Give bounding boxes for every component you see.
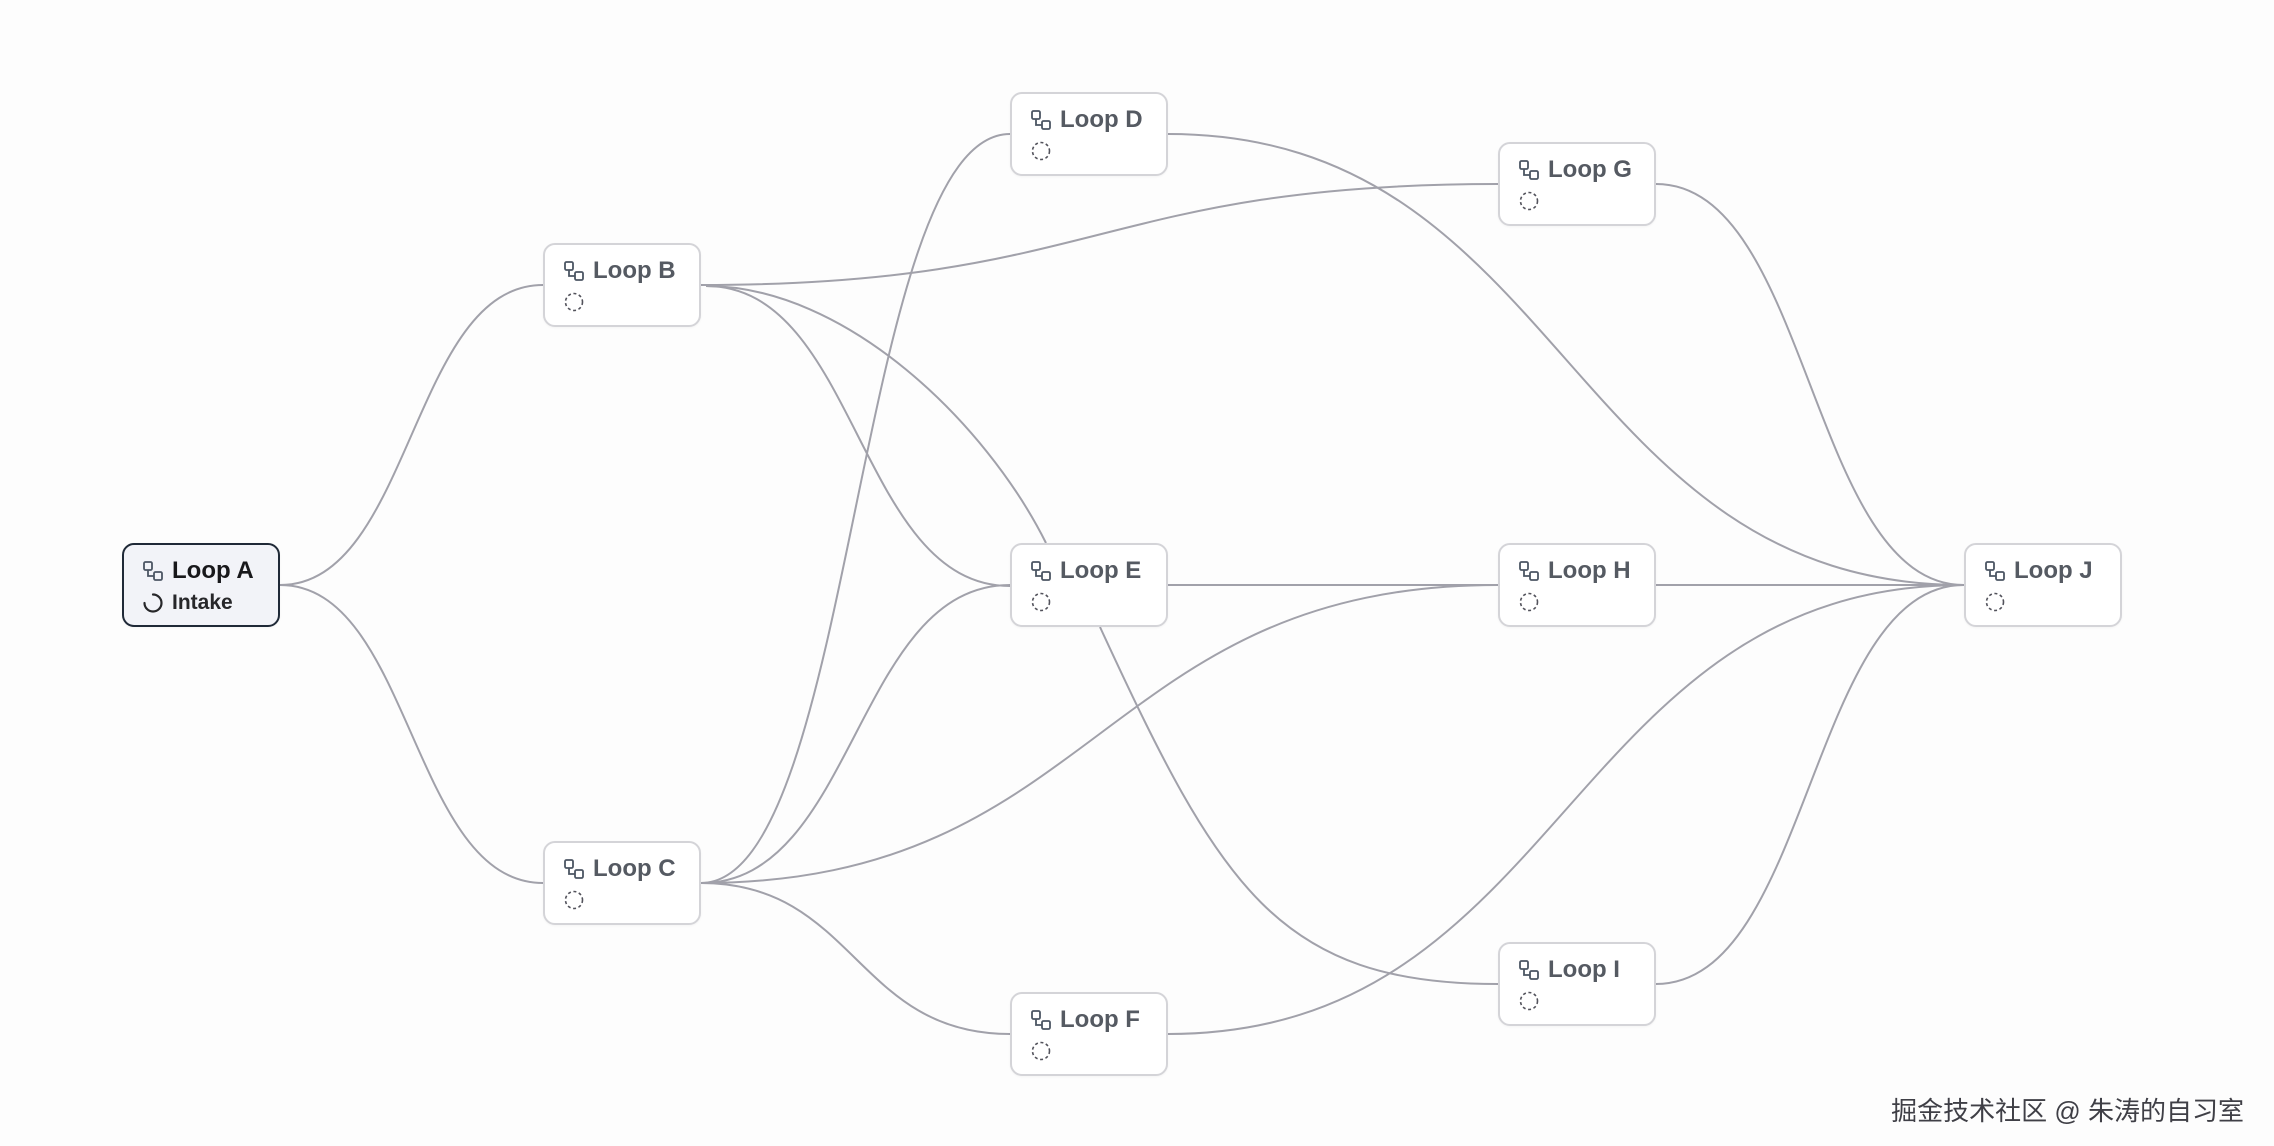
node-title: Loop I bbox=[1548, 956, 1620, 983]
watermark: 掘金技术社区 @ 朱涛的自习室 bbox=[1891, 1096, 2244, 1126]
node-loop-j[interactable]: Loop J bbox=[1964, 543, 2122, 627]
edge-c-to-e[interactable] bbox=[700, 584, 1011, 884]
pending-dashed-circle-icon bbox=[1519, 191, 1539, 211]
node-status bbox=[1030, 1040, 1060, 1062]
edge-c-to-h[interactable] bbox=[700, 584, 1499, 884]
node-header: Loop D bbox=[1030, 106, 1143, 134]
node-title: Loop J bbox=[2014, 557, 2093, 584]
node-status bbox=[563, 889, 593, 911]
node-title: Loop E bbox=[1060, 557, 1142, 584]
loop-icon bbox=[1519, 960, 1539, 980]
loop-icon bbox=[1519, 561, 1539, 581]
loop-icon bbox=[1985, 561, 2005, 581]
edge-c-to-d[interactable] bbox=[700, 133, 1011, 884]
edge-b-to-e[interactable] bbox=[705, 285, 1011, 587]
node-header: Loop G bbox=[1518, 156, 1632, 184]
pending-dashed-circle-icon bbox=[564, 292, 584, 312]
node-header: Loop F bbox=[1030, 1006, 1140, 1034]
pending-dashed-circle-icon bbox=[1031, 1041, 1051, 1061]
node-status bbox=[1518, 591, 1548, 613]
node-header: Loop B bbox=[563, 257, 676, 285]
node-title: Loop D bbox=[1060, 106, 1143, 133]
node-title: Loop B bbox=[593, 257, 676, 284]
node-loop-c[interactable]: Loop C bbox=[543, 841, 701, 925]
node-status: Intake bbox=[142, 591, 233, 615]
loop-icon bbox=[1031, 110, 1051, 130]
edge-f-to-j[interactable] bbox=[1167, 584, 1965, 1035]
edge-d-to-j[interactable] bbox=[1167, 133, 1965, 586]
pending-dashed-circle-icon bbox=[1519, 991, 1539, 1011]
node-title: Loop H bbox=[1548, 557, 1631, 584]
edge-a-to-c[interactable] bbox=[279, 584, 544, 884]
node-loop-e[interactable]: Loop E bbox=[1010, 543, 1168, 627]
edge-i-to-j[interactable] bbox=[1655, 584, 1965, 985]
spinner-icon bbox=[143, 593, 163, 613]
node-loop-a[interactable]: Loop A Intake bbox=[122, 543, 280, 627]
edge-c-to-f[interactable] bbox=[700, 882, 1011, 1035]
node-loop-g[interactable]: Loop G bbox=[1498, 142, 1656, 226]
edge-g-to-j[interactable] bbox=[1655, 183, 1965, 586]
node-status bbox=[1984, 591, 2014, 613]
loop-icon bbox=[1519, 160, 1539, 180]
loop-icon bbox=[143, 561, 163, 581]
edge-b-to-e[interactable] bbox=[705, 285, 1047, 544]
node-title: Loop C bbox=[593, 855, 676, 882]
node-loop-d[interactable]: Loop D bbox=[1010, 92, 1168, 176]
node-title: Loop F bbox=[1060, 1006, 1140, 1033]
node-loop-i[interactable]: Loop I bbox=[1498, 942, 1656, 1026]
node-loop-f[interactable]: Loop F bbox=[1010, 992, 1168, 1076]
node-header: Loop E bbox=[1030, 557, 1141, 585]
node-title: Loop G bbox=[1548, 156, 1632, 183]
loop-icon bbox=[1031, 561, 1051, 581]
node-status bbox=[563, 291, 593, 313]
node-header: Loop J bbox=[1984, 557, 2093, 585]
node-status-label: Intake bbox=[172, 591, 233, 614]
node-loop-h[interactable]: Loop H bbox=[1498, 543, 1656, 627]
node-status bbox=[1030, 591, 1060, 613]
edge-a-to-b[interactable] bbox=[279, 284, 544, 586]
node-header: Loop H bbox=[1518, 557, 1631, 585]
loop-icon bbox=[564, 261, 584, 281]
pending-dashed-circle-icon bbox=[1519, 592, 1539, 612]
node-status bbox=[1518, 990, 1548, 1012]
loop-icon bbox=[1031, 1010, 1051, 1030]
node-header: Loop I bbox=[1518, 956, 1620, 984]
node-status bbox=[1518, 190, 1548, 212]
node-status bbox=[1030, 140, 1060, 162]
node-title: Loop A bbox=[172, 557, 254, 584]
edge-b-to-g[interactable] bbox=[700, 183, 1499, 286]
edge-e-to-i[interactable] bbox=[1099, 626, 1499, 985]
pending-dashed-circle-icon bbox=[1031, 141, 1051, 161]
node-header: Loop C bbox=[563, 855, 676, 883]
pending-dashed-circle-icon bbox=[1985, 592, 2005, 612]
pending-dashed-circle-icon bbox=[564, 890, 584, 910]
loop-icon bbox=[564, 859, 584, 879]
node-loop-b[interactable]: Loop B bbox=[543, 243, 701, 327]
node-header: Loop A bbox=[142, 557, 254, 585]
pending-dashed-circle-icon bbox=[1031, 592, 1051, 612]
